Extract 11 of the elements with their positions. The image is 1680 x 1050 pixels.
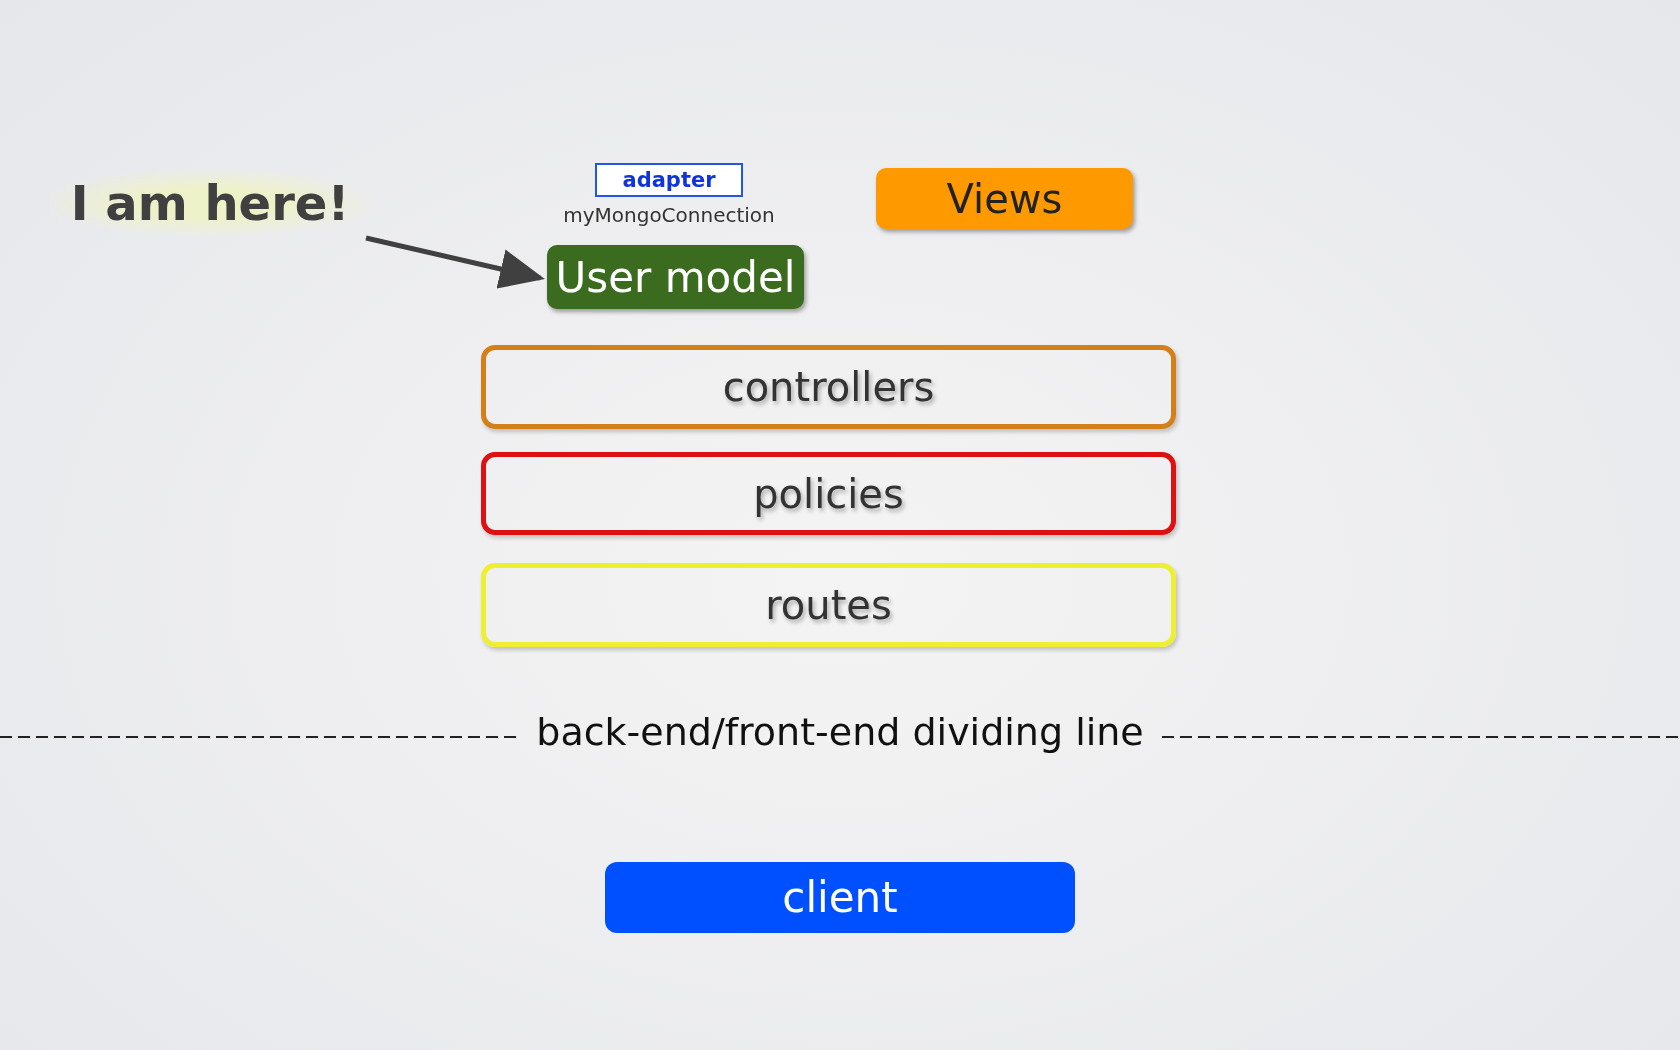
layer-box: routes: [481, 563, 1176, 647]
callout-text: I am here!: [50, 170, 370, 236]
layer-box: policies: [481, 452, 1176, 535]
layer-box: controllers: [481, 345, 1176, 429]
views-box: Views: [876, 168, 1133, 229]
node-label: myMongoConnection: [563, 203, 775, 227]
adapter-box: adapter: [595, 163, 743, 197]
arrow: [365, 235, 545, 289]
client-box: client: [605, 862, 1075, 933]
divider-label: back-end/front-end dividing line: [535, 710, 1145, 754]
model-box: User model: [547, 245, 804, 309]
